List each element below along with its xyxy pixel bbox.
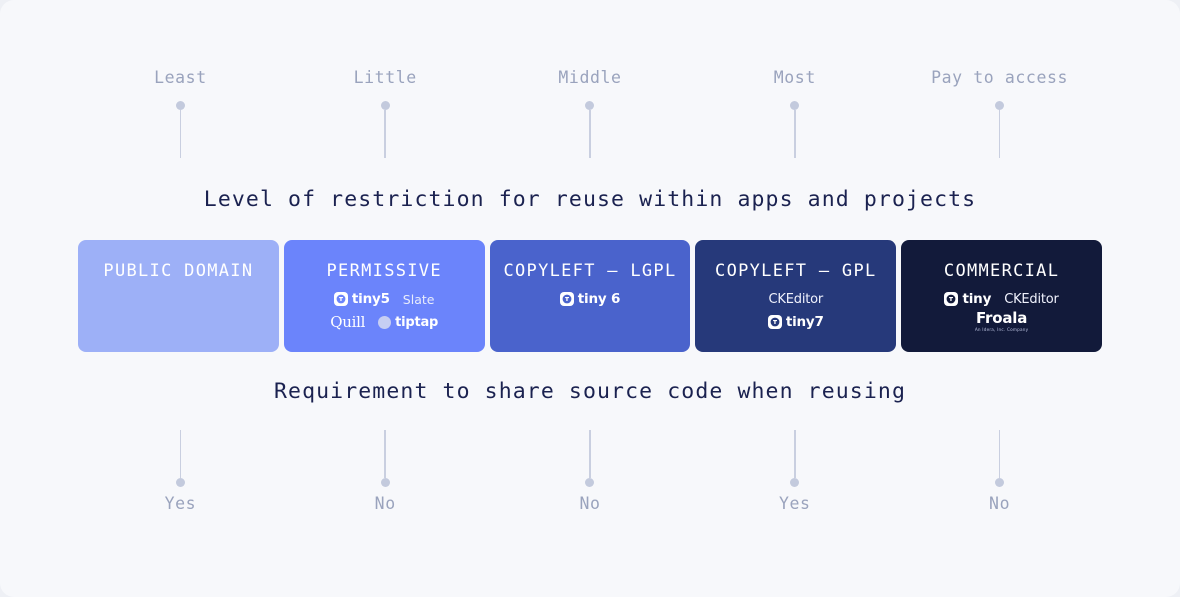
top-axis-marker: Most — [692, 68, 897, 168]
top-axis-marker-label: Least — [154, 68, 207, 87]
pin-dot-icon — [380, 478, 390, 487]
tiny-product-label: tiny 6 — [577, 291, 621, 307]
slate-logo: Slate — [402, 291, 435, 307]
tiptap-logo: tiptap — [378, 315, 438, 330]
pin-dot-icon — [790, 101, 800, 110]
tiptap-label: tiptap — [395, 314, 439, 330]
bottom-axis-marker-label: No — [989, 494, 1011, 513]
bottom-axis-marker-label: Yes — [778, 494, 811, 513]
ckeditor-logo: CKEditor — [1004, 291, 1059, 307]
tiptap-circle-icon — [378, 315, 392, 329]
license-band-title: COPYLEFT — LGPL — [503, 261, 677, 281]
pin-stem-line — [384, 110, 386, 158]
tiny-logo-icon — [333, 292, 348, 306]
pin-stem-line — [998, 110, 1001, 158]
froala-subtitle: An Idera, Inc. Company — [974, 327, 1029, 333]
top-axis-markers: Least Little Middle Most Pay to access — [78, 68, 1102, 168]
pin-stem-line — [793, 430, 796, 478]
logo-row: tiny CKEditor — [944, 290, 1059, 308]
logo-row: tiny5 Slate — [333, 290, 435, 308]
pin-dot-icon — [380, 101, 390, 110]
logo-row: tiny7 — [767, 313, 824, 331]
tiny-product-label: tiny7 — [785, 314, 824, 330]
license-band-logos: CKEditor tiny7 — [767, 290, 824, 331]
tiny-product-label: tiny5 — [351, 291, 390, 307]
pin-dot-icon — [585, 101, 595, 110]
froala-label: Froala — [975, 309, 1028, 328]
license-band-logos: tiny 6 — [559, 290, 621, 308]
top-axis-marker: Least — [78, 68, 283, 168]
pin-dot-icon — [995, 478, 1005, 487]
bottom-axis-marker: No — [488, 430, 693, 525]
pin-stem-line — [589, 110, 591, 158]
license-band-title: PERMISSIVE — [326, 261, 442, 281]
license-band[interactable]: COPYLEFT — GPL CKEditor tiny7 — [695, 240, 897, 352]
bottom-axis-marker: Yes — [78, 430, 283, 525]
pin-stem-line — [179, 110, 182, 158]
license-band[interactable]: COPYLEFT — LGPL tiny 6 — [489, 240, 691, 352]
top-axis-heading: Level of restriction for reuse within ap… — [203, 187, 977, 212]
quill-logo: Quill — [330, 313, 366, 331]
license-band[interactable]: PUBLIC DOMAIN — [78, 240, 279, 352]
top-axis-marker-label: Little — [353, 68, 417, 87]
pin-stem-line — [384, 430, 386, 478]
bottom-axis-marker: No — [897, 430, 1102, 525]
tiny-logo-icon — [767, 315, 782, 329]
pin-stem-line — [793, 110, 796, 158]
top-axis-marker-label: Middle — [558, 68, 622, 87]
logo-row: tiny 6 — [559, 290, 621, 308]
pin-dot-icon — [585, 478, 595, 487]
pin-stem-line — [179, 430, 182, 478]
tiny-product-logo: tiny 6 — [559, 291, 621, 307]
bottom-axis-heading: Requirement to share source code when re… — [274, 379, 906, 404]
bottom-axis-marker: Yes — [692, 430, 897, 525]
logo-row: Quill tiptap — [330, 313, 438, 331]
tiny-product-logo: tiny5 — [333, 291, 390, 307]
top-axis-marker: Little — [283, 68, 488, 168]
license-band-title: COPYLEFT — GPL — [715, 261, 877, 281]
bottom-axis-marker-label: No — [374, 494, 396, 513]
tiny-product-logo: tiny — [944, 291, 991, 307]
pin-dot-icon — [175, 478, 185, 487]
bottom-axis-marker: No — [283, 430, 488, 525]
top-axis-marker-label: Most — [773, 68, 816, 87]
license-band-title: PUBLIC DOMAIN — [103, 261, 254, 281]
top-axis-marker: Middle — [488, 68, 693, 168]
logo-row: CKEditor — [768, 290, 824, 308]
top-axis-marker: Pay to access — [897, 68, 1102, 168]
pin-stem-line — [998, 430, 1001, 478]
pin-dot-icon — [790, 478, 800, 487]
license-band-title: COMMERCIAL — [943, 261, 1060, 281]
bottom-axis-markers: Yes No No Yes No — [78, 430, 1102, 525]
bottom-axis-marker-label: No — [579, 494, 601, 513]
pin-stem-line — [589, 430, 591, 478]
top-axis-marker-label: Pay to access — [931, 68, 1069, 87]
pin-dot-icon — [175, 101, 185, 110]
tiny-product-logo: tiny7 — [767, 314, 824, 330]
pin-dot-icon — [995, 101, 1005, 110]
tiny-logo-icon — [559, 292, 574, 306]
ckeditor-logo: CKEditor — [768, 291, 824, 307]
tiny-product-label: tiny — [962, 291, 992, 307]
tiny-logo-icon — [944, 292, 959, 306]
bottom-axis-marker-label: Yes — [164, 494, 197, 513]
